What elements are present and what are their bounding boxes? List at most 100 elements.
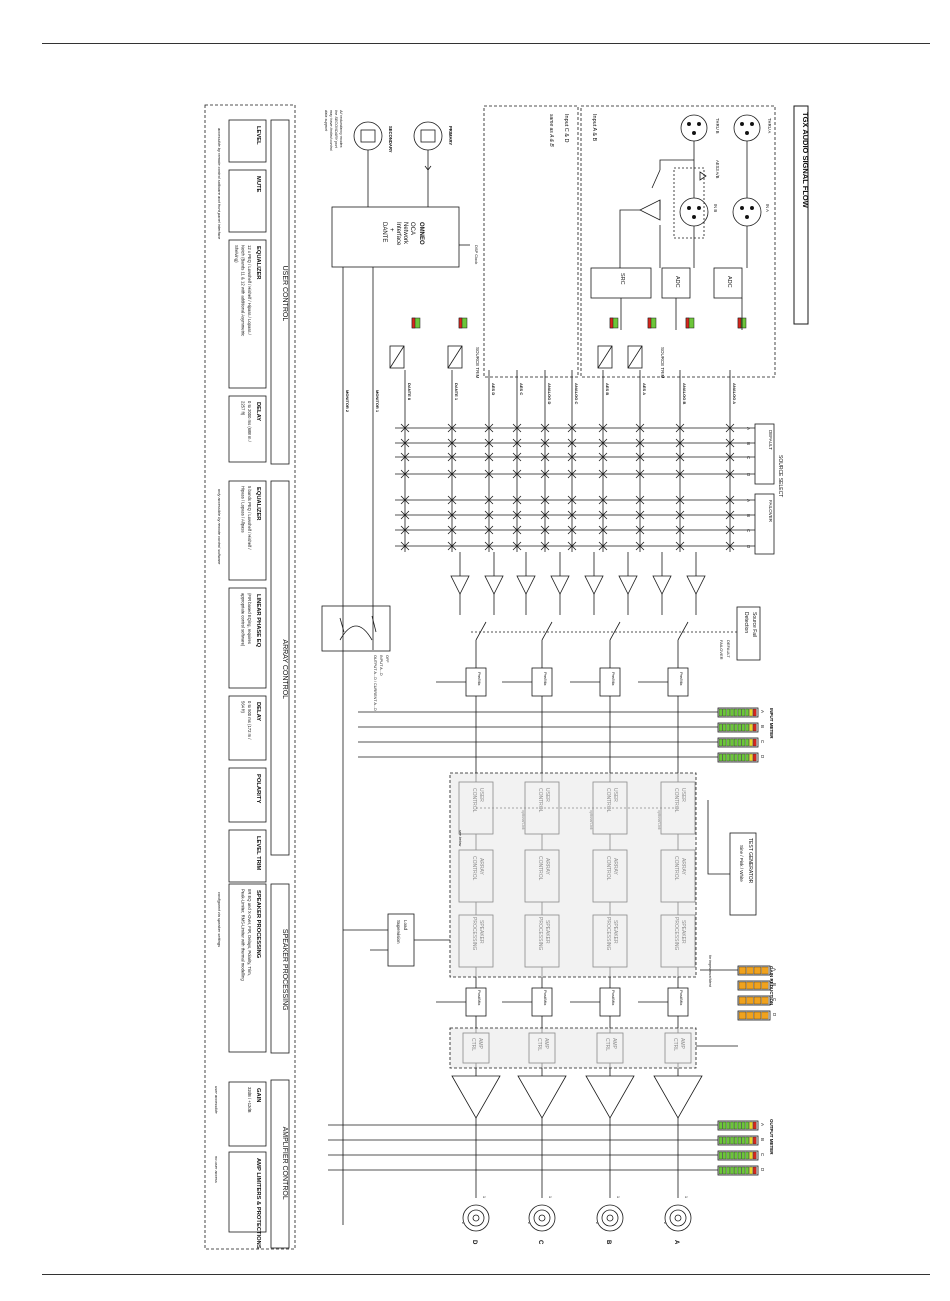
matrix-cross (447, 452, 457, 462)
meter-frame (737, 980, 771, 991)
pre-mix-block (667, 667, 689, 697)
control-block-title: POLARITY (255, 774, 261, 803)
input-meter-title: INPUT METER (769, 708, 774, 739)
see-below-note: see below (458, 830, 462, 847)
matrix-cross (540, 510, 550, 520)
matrix-cross (635, 469, 645, 479)
svg-text:OMNEO: OMNEO (418, 222, 424, 245)
matrix-cross (512, 525, 522, 535)
meter-segment (749, 753, 753, 762)
control-block-desc: 12 x PEQ / Lowshelf / Hishelf / Hipass /… (247, 245, 252, 336)
meter-segment (737, 738, 742, 747)
meter-letter: A (760, 710, 765, 713)
src-label: SRC (619, 273, 625, 285)
matrix-cross (598, 541, 608, 551)
meter-segment (745, 1166, 749, 1175)
matrix-cross (675, 469, 685, 479)
matrix-cross (400, 541, 410, 551)
meter-segment (726, 738, 730, 747)
meter-segment (718, 1121, 723, 1130)
in-b-label: IN B (713, 204, 718, 212)
section-note: only accessible by remote control softwa… (217, 489, 222, 565)
matrix-cross (675, 423, 685, 433)
section-note: configured via speaker settings (217, 892, 222, 947)
meter-letter: C (760, 1153, 765, 1157)
matrix-cross (484, 525, 494, 535)
matrix-cross (567, 525, 577, 535)
amplifier-icon (517, 1075, 567, 1119)
matrix-cross (567, 438, 577, 448)
meter-segment (718, 1166, 723, 1175)
thru-a-label: THRU A (767, 118, 772, 134)
control-block-desc: 5 bands PEQ / Lowshelf / Hishelf / (247, 486, 252, 550)
control-block-title: LEVEL (255, 126, 261, 145)
meter-segment (753, 1151, 757, 1160)
control-block-desc: Hipass / Lopass / Allpass (241, 486, 246, 533)
channel-label: AES A (642, 383, 647, 395)
source-select-default-box (754, 423, 775, 485)
output-connector-pin (538, 1214, 546, 1222)
matrix-cross (598, 452, 608, 462)
post-mix-block (599, 987, 621, 1017)
output-pin-label: 2 (663, 1222, 667, 1224)
source-select-letter: D (746, 545, 751, 549)
input-ab-label: Input A & B (591, 114, 597, 142)
gain-link (696, 969, 738, 1047)
control-block (228, 480, 267, 581)
matrix-cross (484, 469, 494, 479)
meter-segment (734, 1136, 738, 1145)
default-label: DEFAULT (768, 430, 773, 450)
aes-ab-label: AES3 A/B (715, 160, 720, 179)
source-trim-label-d: SOURCE TRIM (475, 347, 480, 379)
output-pin-label: 1 (616, 1196, 620, 1198)
output-pin-label: 1 (684, 1196, 688, 1198)
control-block-desc: Notch (Bands 11 & 12 with additional Asy… (241, 245, 246, 336)
meter-segment (722, 1151, 727, 1160)
matrix-cross (512, 423, 522, 433)
meter-frame (737, 965, 771, 976)
meter-segment (734, 738, 738, 747)
meter-segment (734, 708, 738, 717)
meter-segment (741, 1121, 746, 1130)
output-pin-label: 2 (461, 1222, 465, 1224)
control-block-desc: appropriate control software) (241, 593, 246, 647)
matrix-cross (675, 438, 685, 448)
control-panel-frame (204, 104, 296, 1250)
control-block (228, 883, 267, 1053)
monitor-off-label: OFF (385, 655, 389, 663)
source-buffer-icon (686, 575, 706, 595)
meter-segment (730, 1151, 734, 1160)
section-header-band (270, 883, 290, 1054)
meter-letter: C (760, 740, 765, 744)
matrix-cross (540, 452, 550, 462)
meter-segment (745, 1151, 749, 1160)
adc-a-block (713, 267, 743, 299)
impedance-note: for impedance/Ident (708, 955, 712, 988)
failover-switch (609, 621, 621, 668)
meter-segment (722, 1121, 727, 1130)
source-trim-a (627, 345, 643, 369)
meter-segment (746, 1011, 754, 1020)
adc-b-label: ADC (674, 276, 680, 288)
source-trim-b (597, 345, 613, 369)
source-select-failover-box (754, 493, 775, 555)
meter-segment (745, 723, 749, 732)
svg-text:+: + (388, 228, 394, 232)
control-block (228, 239, 267, 389)
input-trunks (404, 298, 743, 552)
control-block-desc: 2257 ft) (241, 401, 246, 416)
matrix-cross (540, 469, 550, 479)
meter-segment (753, 1166, 757, 1175)
meter-letter: D (760, 1168, 765, 1172)
aes-switch-box (673, 167, 705, 239)
thru-b-label: THRU B (715, 118, 720, 134)
control-block-desc: 0 to 2000 ms (688 m / (247, 401, 252, 443)
output-connector-pin (472, 1214, 480, 1222)
post-mix-label: Post/Mix (477, 990, 482, 1005)
meter-segment (737, 1166, 742, 1175)
meter-segment (753, 753, 757, 762)
channel-label: ANALOG A (732, 383, 737, 404)
meter-segment (726, 753, 730, 762)
control-block-title: AMP LIMITERS & PROTECTIONS (255, 1158, 261, 1249)
meter-segment (753, 981, 762, 990)
